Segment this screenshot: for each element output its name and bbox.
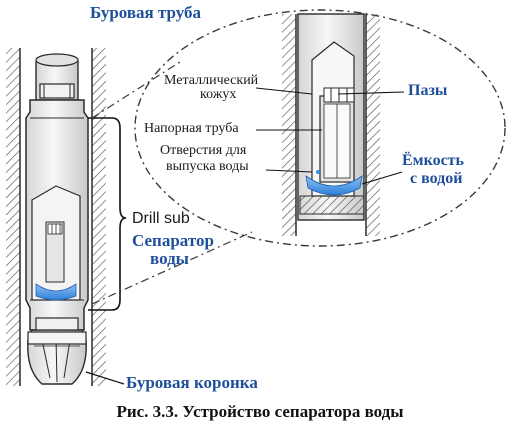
water-drop-icon — [316, 170, 320, 174]
label-outlets-line1: Отверстия для — [160, 143, 247, 158]
label-water-tank-line1: Ёмкость — [402, 152, 464, 169]
label-metal-casing-line1: Металлический — [164, 73, 259, 88]
borehole-wall-left — [6, 48, 21, 386]
enlarged-pressure-pipe — [319, 95, 355, 183]
figure-caption: Рис. 3.3. Устройство сепаратора воды — [116, 402, 404, 421]
label-separator-line1: Сепаратор — [132, 231, 214, 250]
label-slots: Пазы — [408, 82, 448, 99]
label-drill-pipe: Буровая труба — [90, 3, 202, 22]
zoom-ellipse — [134, 9, 506, 247]
enlarged-water — [305, 175, 363, 196]
drill-bit-leader — [85, 371, 125, 385]
label-pressure-pipe: Напорная труба — [144, 121, 239, 136]
enlarged-wall-left — [282, 14, 297, 236]
enlarged-wall-right — [365, 14, 380, 236]
borehole-wall-right — [91, 48, 106, 386]
label-drill-bit: Буровая коронка — [126, 373, 258, 392]
enlarged-slots — [323, 87, 355, 103]
zoom-line-bottom — [91, 231, 253, 305]
label-outlets-line2: выпуска воды — [166, 159, 249, 174]
label-water-tank-line2: с водой — [410, 170, 463, 187]
drill-pipe — [35, 53, 79, 101]
label-metal-casing-line2: кожух — [200, 87, 237, 102]
drill-bit — [27, 317, 87, 385]
label-drill-sub: Drill sub — [132, 210, 190, 227]
drill-sub-bracket — [88, 117, 127, 311]
leader-lines — [255, 87, 405, 185]
separator-cutaway-small — [31, 185, 81, 301]
label-separator-line2: воды — [150, 249, 189, 268]
water-small — [35, 283, 77, 301]
